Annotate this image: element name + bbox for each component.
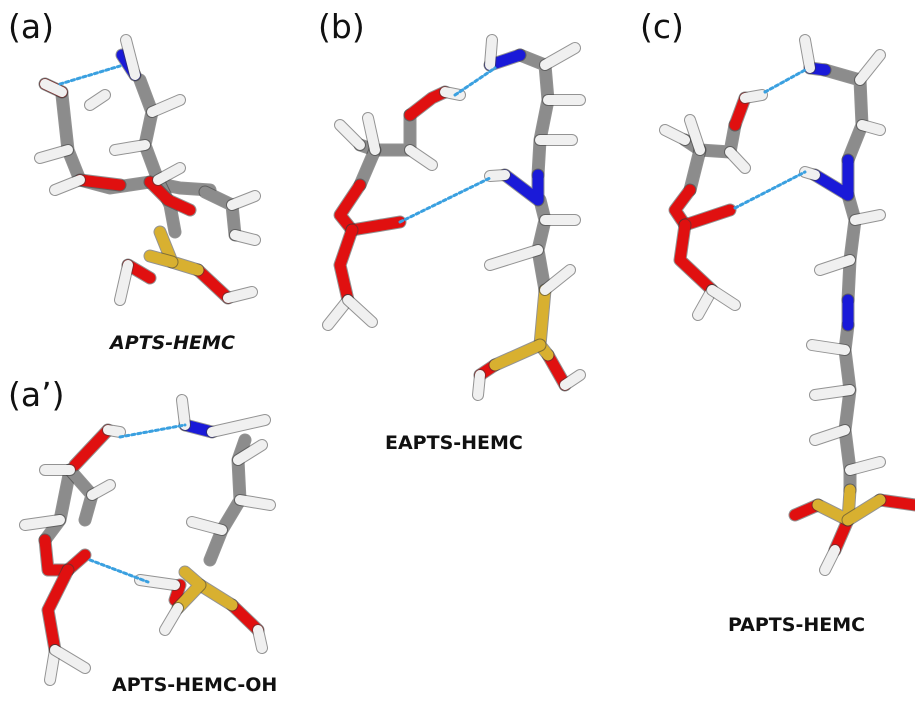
molecule-apts-hemc bbox=[34, 34, 261, 306]
panel-label-a-prime: (a’) bbox=[8, 375, 65, 414]
molecule-eapts-hemc bbox=[322, 34, 586, 401]
panel-label-a: (a) bbox=[8, 7, 54, 46]
molecule-apts-hemc-oh bbox=[19, 394, 276, 686]
caption-apts-hemc-oh: APTS-HEMC-OH bbox=[112, 674, 278, 696]
molecule-papts-hemc bbox=[659, 34, 915, 576]
panel-label-b: (b) bbox=[318, 7, 365, 46]
caption-papts-hemc: PAPTS-HEMC bbox=[728, 614, 866, 636]
caption-eapts-hemc: EAPTS-HEMC bbox=[385, 432, 523, 454]
caption-apts-hemc: APTS-HEMC bbox=[110, 332, 235, 354]
panel-label-c: (c) bbox=[640, 7, 684, 46]
